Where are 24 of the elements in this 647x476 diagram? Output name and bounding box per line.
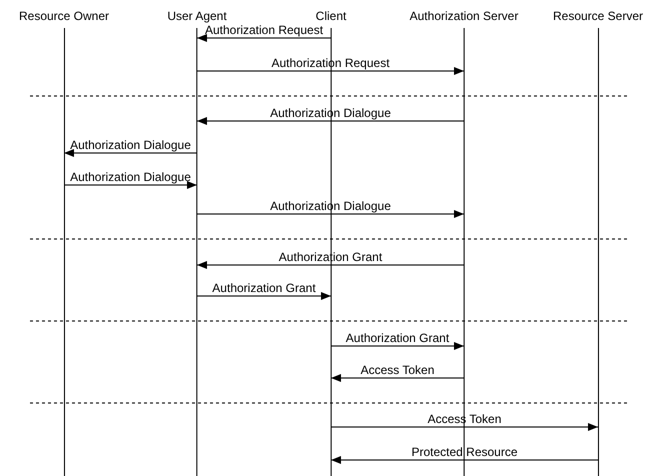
message-arrow xyxy=(330,374,464,382)
message-arrow xyxy=(196,117,464,125)
message-arrow xyxy=(196,210,464,218)
edge-label: Authorization Dialogue xyxy=(69,171,192,184)
participant-label: User Agent xyxy=(167,9,227,23)
edge-label: Access Token xyxy=(360,364,436,377)
message-arrow xyxy=(196,34,332,42)
message-arrow xyxy=(196,67,464,75)
message-arrow xyxy=(330,342,464,350)
message-arrow xyxy=(64,149,198,157)
message-arrow xyxy=(330,423,598,431)
message-arrow xyxy=(196,261,464,269)
participant-label: Client xyxy=(316,9,346,23)
message-arrow xyxy=(330,456,598,464)
participant-label: Resource Server xyxy=(552,9,644,23)
edge-label: Authorization Grant xyxy=(344,332,450,345)
edge-label: Protected Resource xyxy=(410,446,519,459)
participant-label: Resource Owner xyxy=(18,9,110,23)
message-arrow xyxy=(64,181,198,189)
participant-label: Authorization Server xyxy=(410,9,518,23)
edge-label: Authorization Request xyxy=(204,24,324,37)
message-arrow xyxy=(196,292,332,300)
edge-label: Authorization Dialogue xyxy=(69,139,192,152)
edge-label: Authorization Grant xyxy=(211,282,317,295)
